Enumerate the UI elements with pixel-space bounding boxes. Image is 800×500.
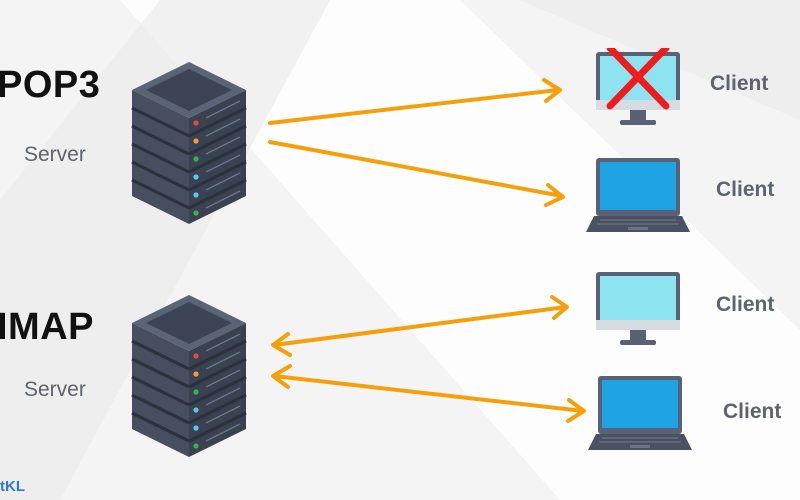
pop3-arrowhead-1 [542,78,562,103]
pop3-arrowhead-2 [544,183,565,207]
pop3-label: POP3 [0,64,101,106]
imap-client-2-label: Client [723,400,782,423]
brand-logo-text: tKL [0,478,25,495]
pop3-client-1-label: Client [710,72,769,95]
imap-arrowhead-client-1 [550,295,569,320]
imap-client-1-label: Client [716,293,775,316]
imap-arrow-client-2 [272,374,585,413]
blocked-cross-icon [606,48,670,110]
imap-server-icon [131,295,247,457]
imap-arrowhead-client-2 [566,398,586,423]
pop3-arrow-to-client-1 [268,88,560,125]
imap-arrow-client-1 [272,305,568,347]
laptop-icon [586,158,690,232]
desktop-monitor-icon [596,48,680,125]
pop3-server-label: Server [24,143,86,166]
imap-server-label: Server [24,378,86,401]
pop3-client-2-label: Client [716,178,775,201]
pop3-arrow-to-client-2 [268,140,564,198]
imap-label: IMAP [0,306,94,348]
desktop-monitor-icon [596,272,680,345]
pop3-server-icon [131,62,247,224]
imap-arrowhead-server-1 [271,332,292,357]
imap-arrowhead-server-2 [271,364,292,389]
laptop-icon [588,376,692,450]
